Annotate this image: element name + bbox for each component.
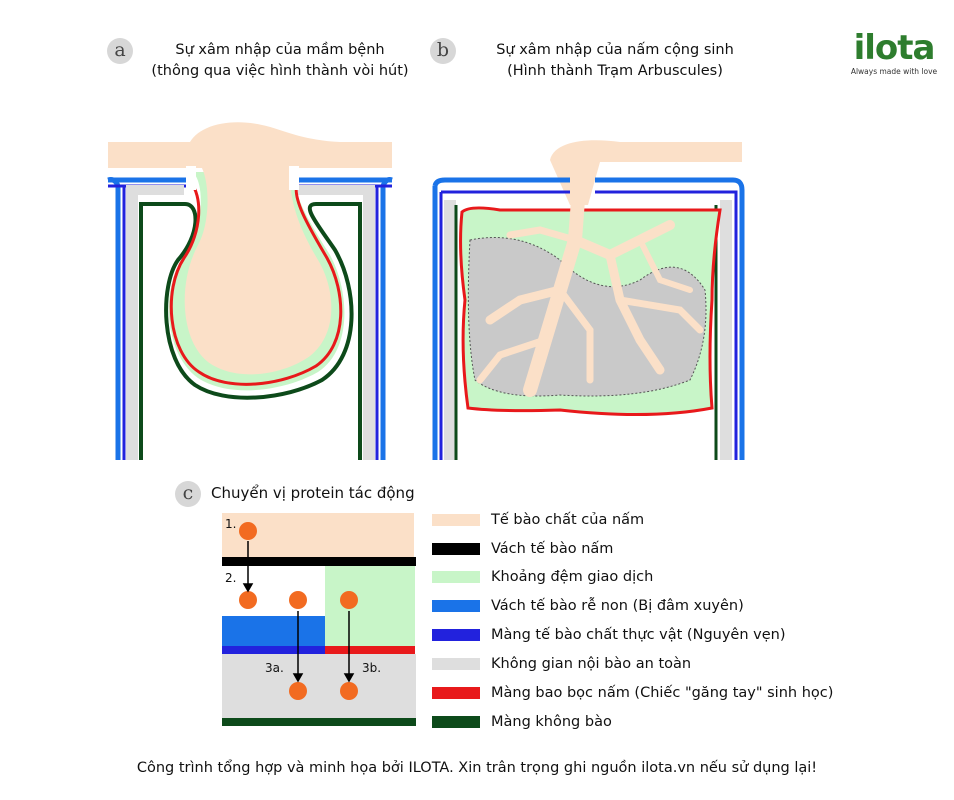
legend-label: Vách tế bào nấm <box>491 541 614 557</box>
panel-a-title-line2: (thông qua việc hình thành vòi hút) <box>151 63 409 79</box>
panel-b-cell-wall <box>432 177 745 460</box>
panel-b-title-line2: (Hình thành Trạm Arbuscules) <box>507 63 723 79</box>
legend-swatch <box>432 687 480 699</box>
step-3a-label: 3a. <box>265 661 284 675</box>
c-host-cytoplasm <box>222 654 416 718</box>
c-fungal-wall <box>222 557 416 566</box>
effector-step2-right <box>340 591 358 609</box>
panel-b-letter: b <box>430 38 456 64</box>
step-2-label: 2. <box>225 571 237 585</box>
panel-a-diagram <box>107 122 393 460</box>
effector-3a <box>289 682 307 700</box>
legend-label: Khoảng đệm giao dịch <box>491 569 654 585</box>
c-root-wall <box>222 616 325 646</box>
panel-b-title-line1: Sự xâm nhập của nấm cộng sinh <box>496 42 734 58</box>
panel-a-vacuole-membrane <box>139 202 362 460</box>
panel-a-title: Sự xâm nhập của mầm bệnh (thông qua việc… <box>130 40 430 82</box>
panel-a-hypha <box>108 122 392 168</box>
c-plasma-membrane <box>222 646 325 654</box>
legend-swatch <box>432 571 480 583</box>
c-extrahaustorial-membrane <box>325 646 415 654</box>
legend-label: Màng không bào <box>491 714 612 730</box>
panel-a-title-line1: Sự xâm nhập của mầm bệnh <box>175 42 385 58</box>
c-vacuole-membrane <box>222 718 416 726</box>
footer-credit: Công trình tổng hợp và minh họa bởi ILOT… <box>136 760 818 776</box>
legend-label: Vách tế bào rễ non (Bị đâm xuyên) <box>491 598 744 614</box>
panel-a-letter: a <box>107 38 133 64</box>
effector-step2-left <box>239 591 257 609</box>
panel-b-diagram <box>432 140 745 460</box>
ilota-logo: ilota Always made with love <box>848 30 940 76</box>
logo-tagline: Always made with love <box>850 67 938 76</box>
legend-swatch <box>432 716 480 728</box>
panel-c-diagram <box>222 513 416 726</box>
step-3b-label: 3b. <box>362 661 382 675</box>
effector-step1 <box>239 522 257 540</box>
legend-swatch <box>432 514 480 526</box>
panel-b-arbuscule <box>476 193 704 397</box>
legend-label: Màng bao bọc nấm (Chiếc "găng tay" sinh … <box>491 685 834 701</box>
panel-b-plasma-membrane <box>439 190 738 460</box>
legend-swatch <box>432 629 480 641</box>
c-interfacial-zone <box>325 566 415 646</box>
panel-c-letter: c <box>175 481 201 507</box>
legend-label: Tế bào chất của nấm <box>491 512 645 528</box>
legend-swatch <box>432 600 480 612</box>
effector-3b <box>340 682 358 700</box>
legend-swatch <box>432 658 480 670</box>
logo-word: ilota <box>853 28 936 68</box>
panel-b-hypha <box>550 140 742 205</box>
effector-step2-mid <box>289 591 307 609</box>
panel-c-title: Chuyển vị protein tác động <box>211 484 415 502</box>
panel-a-haustorium <box>184 160 332 375</box>
legend-swatch <box>432 543 480 555</box>
panel-b-title: Sự xâm nhập của nấm cộng sinh (Hình thàn… <box>465 40 765 82</box>
panel-a-extrahaustorial-membrane <box>169 180 343 386</box>
legend-label: Màng tế bào chất thực vật (Nguyên vẹn) <box>491 627 786 643</box>
legend-label: Không gian nội bào an toàn <box>491 656 692 672</box>
step-1-label: 1. <box>225 517 237 531</box>
